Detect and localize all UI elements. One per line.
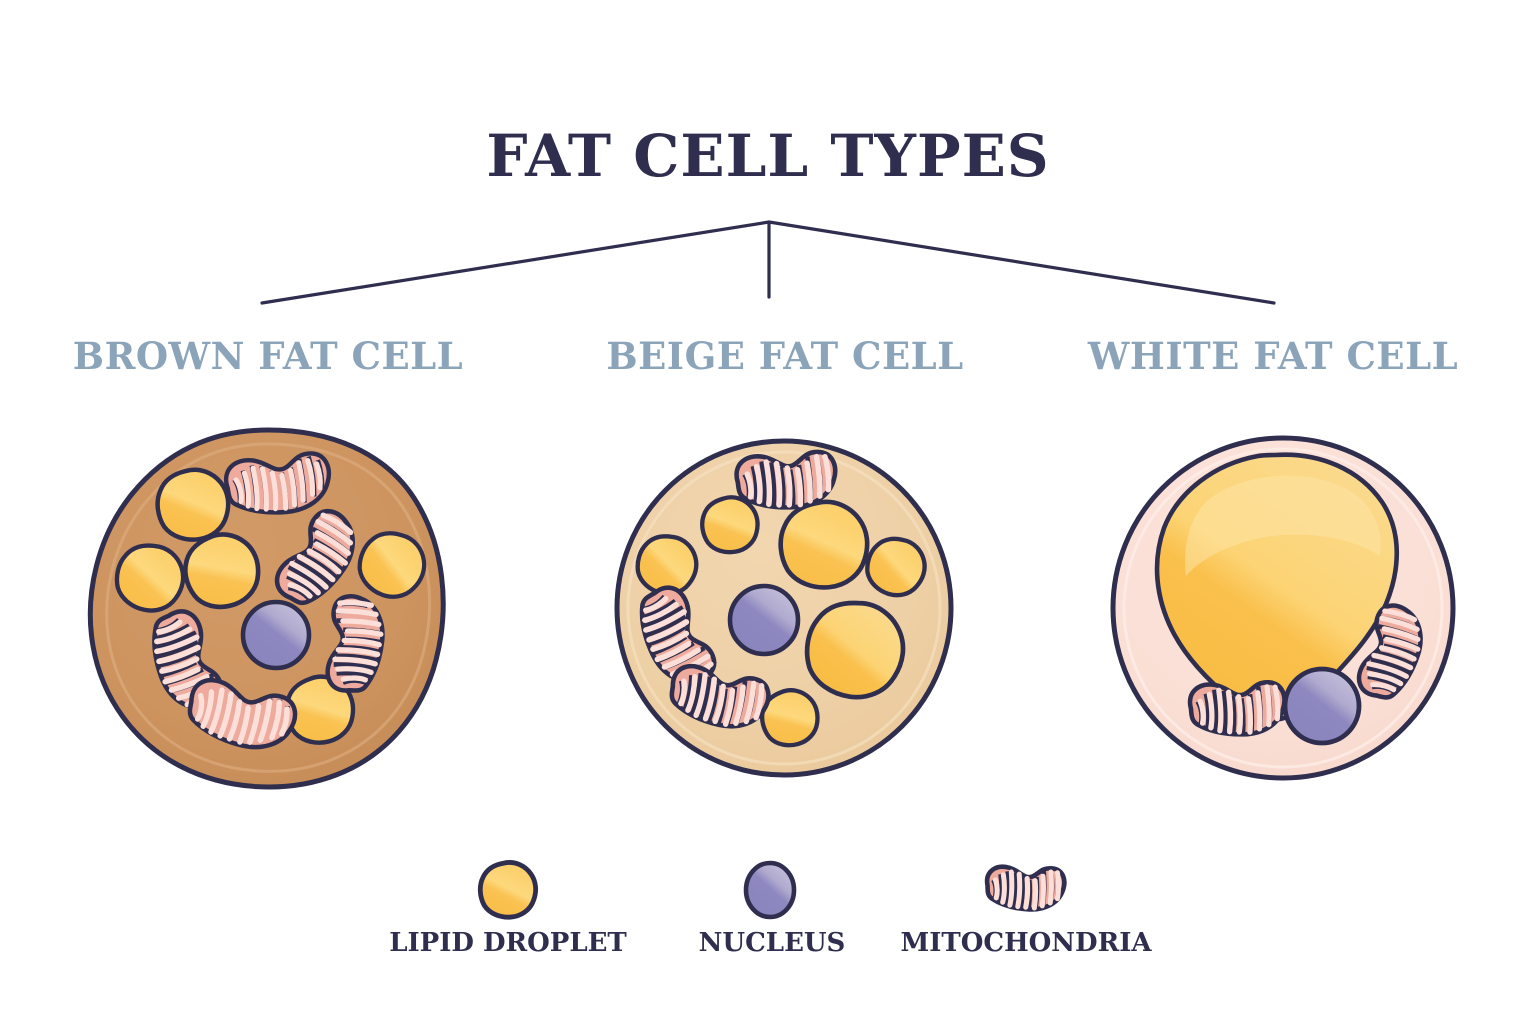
mitochondria — [184, 676, 299, 755]
legend-label-nucleus: NUCLEUS — [698, 928, 846, 958]
cell-inner-shade-brown — [105, 442, 432, 773]
mitochondria — [735, 448, 839, 513]
mitochondria — [1189, 679, 1287, 738]
nucleus-icon[interactable] — [743, 860, 797, 920]
mitochondria — [224, 449, 334, 520]
legend-label-mitochondria: MITOCHONDRIA — [900, 928, 1152, 958]
legend-label-lipid-droplet: LIPID DROPLET — [389, 928, 627, 958]
nucleus — [727, 583, 801, 657]
mitochondria — [270, 504, 366, 614]
cell-inner-shade-white — [1122, 447, 1444, 769]
lipid-droplet-highlight — [1184, 475, 1381, 576]
page-title: FAT CELL TYPES — [486, 122, 1050, 190]
cell-label-white: WHITE FAT CELL — [1087, 334, 1459, 378]
legend — [478, 861, 1064, 919]
mitochondria — [667, 663, 771, 732]
cell-brown-fat[interactable] — [87, 427, 446, 790]
cell-label-brown: BROWN FAT CELL — [72, 334, 464, 378]
nucleus — [240, 599, 312, 671]
cell-white-fat[interactable] — [1110, 435, 1456, 781]
mitochondria — [326, 595, 385, 693]
cell-inner-shade-beige — [626, 450, 942, 766]
lipid-droplet-icon[interactable] — [478, 861, 537, 919]
cell-beige-fat[interactable] — [614, 438, 954, 778]
bracket-connector — [260, 220, 1276, 305]
mitochondria — [1355, 601, 1429, 704]
cell-label-beige: BEIGE FAT CELL — [606, 334, 964, 378]
nucleus — [1282, 666, 1362, 746]
mitochondria-icon[interactable] — [987, 867, 1064, 910]
